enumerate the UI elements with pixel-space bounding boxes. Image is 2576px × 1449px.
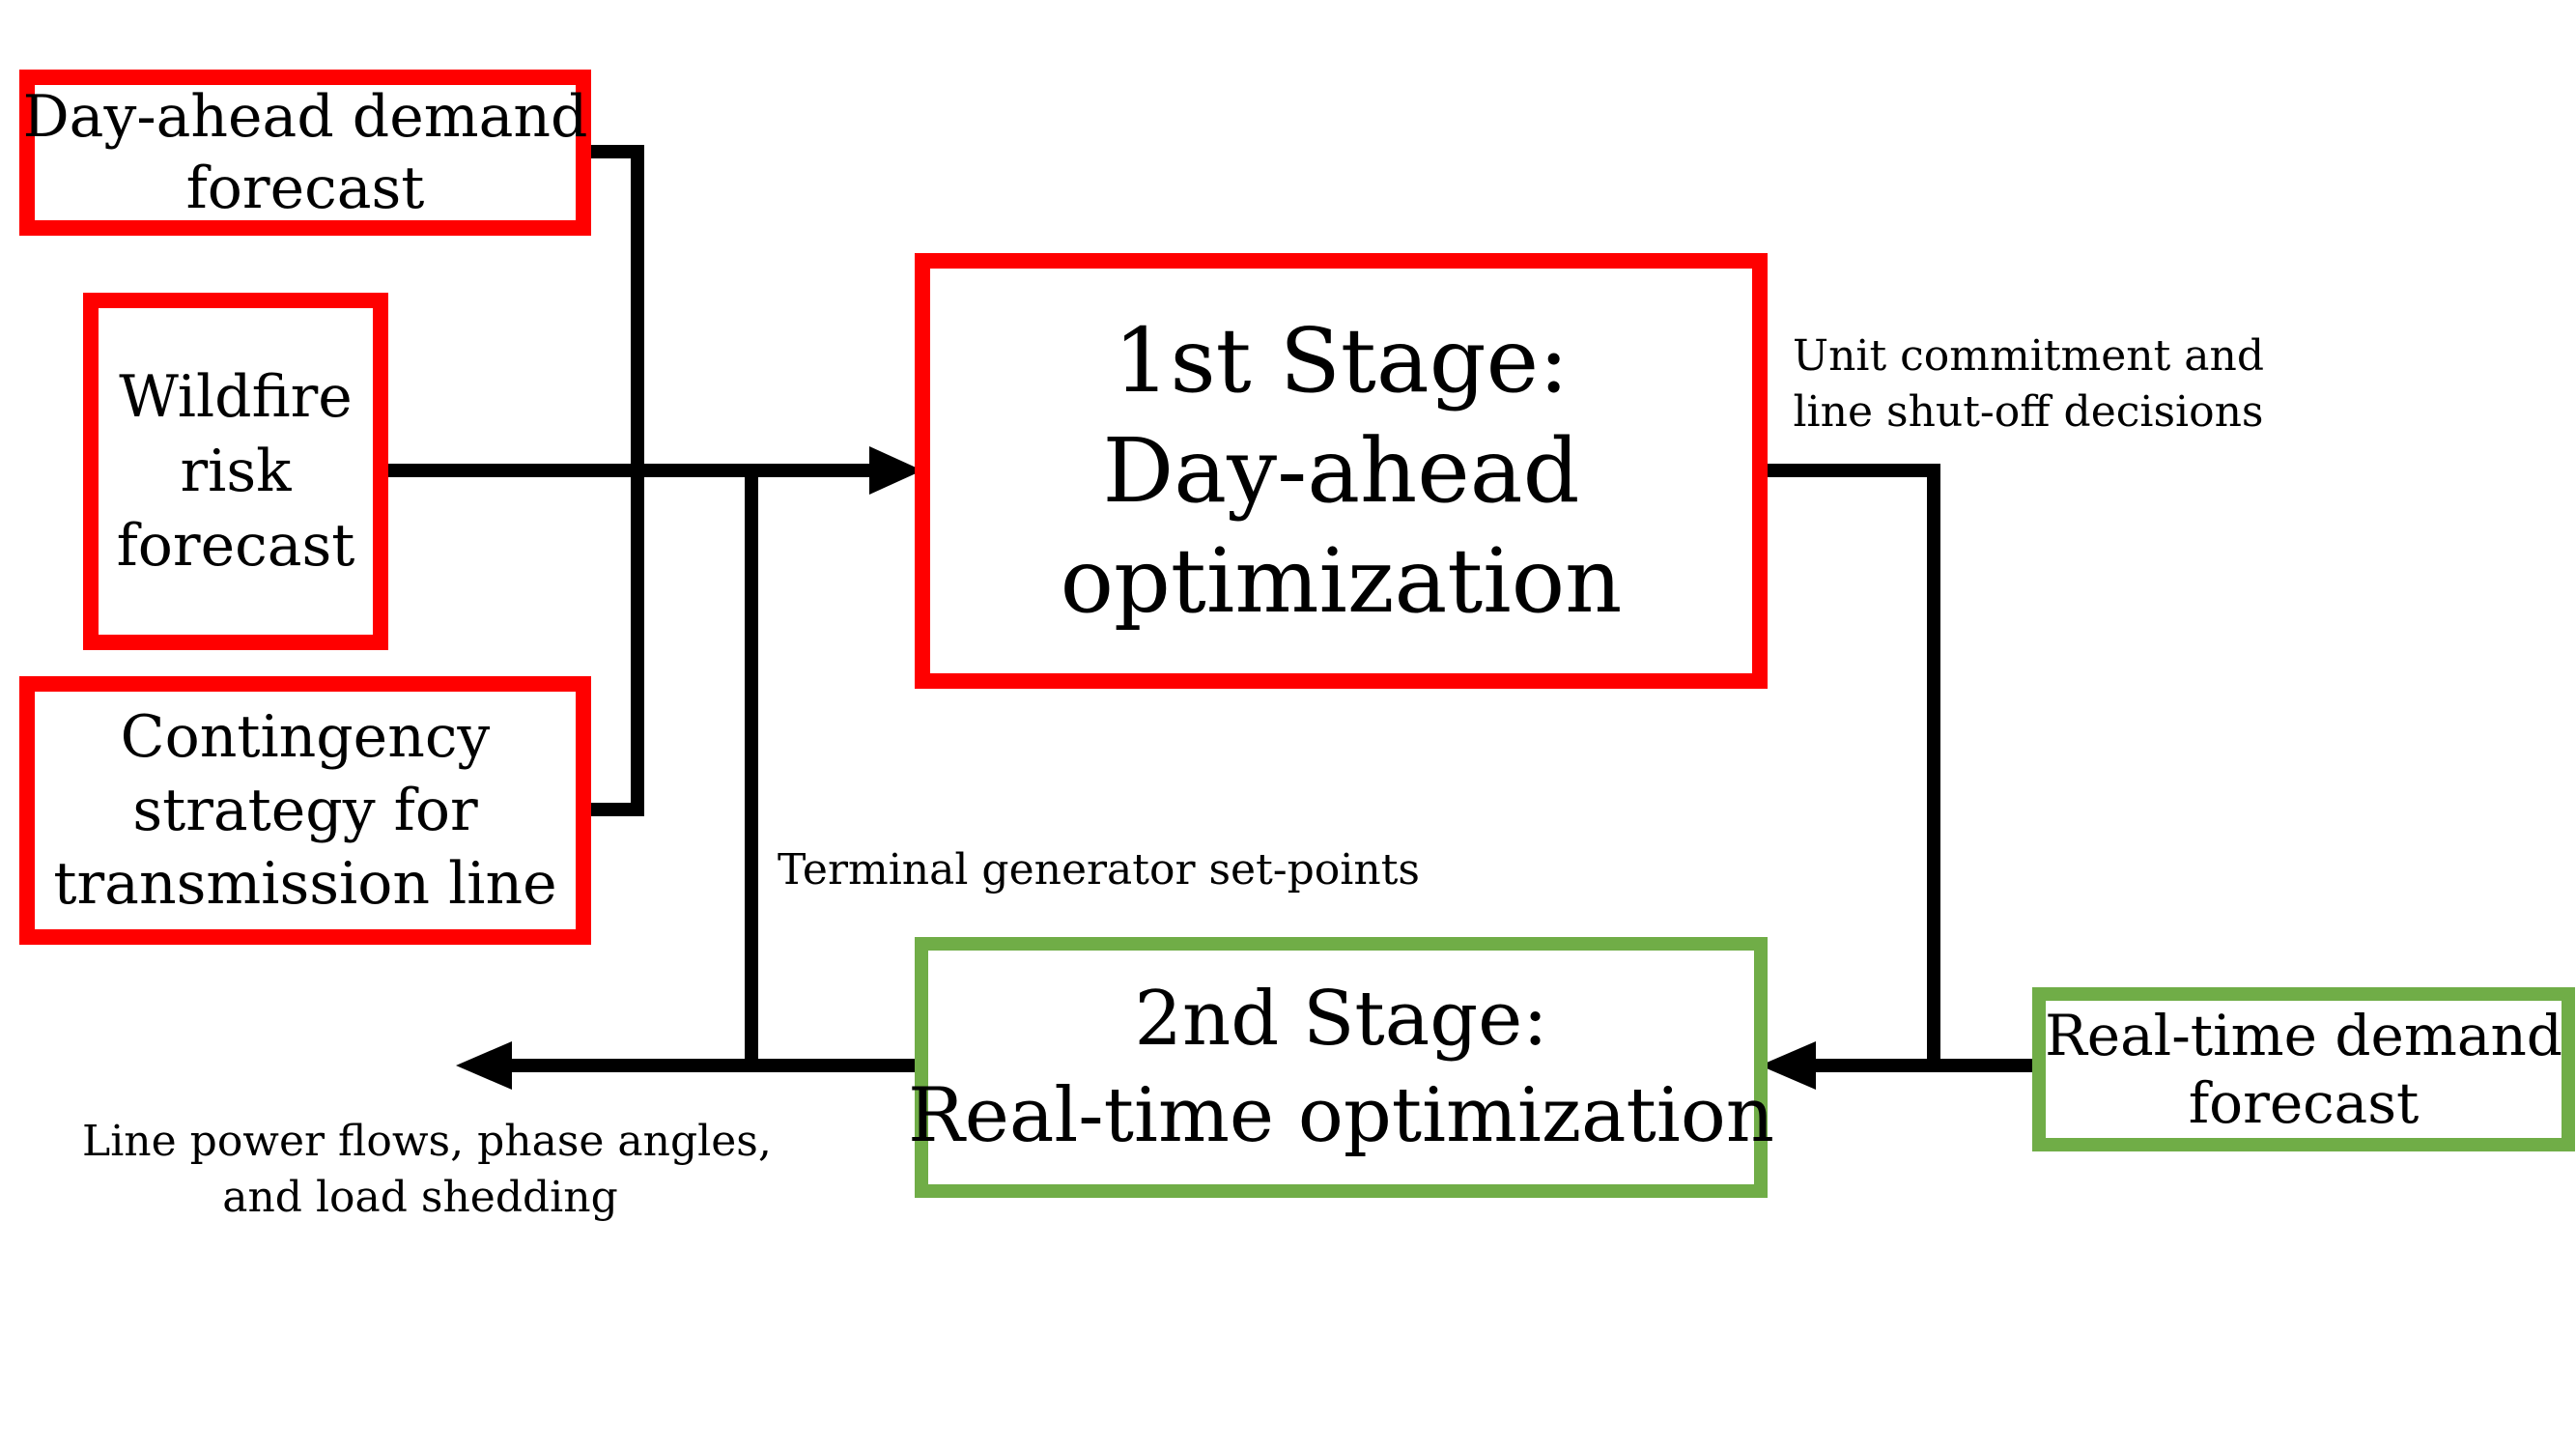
stage1-input-arrowhead <box>869 446 922 495</box>
box-line: forecast <box>116 511 355 580</box>
box-line: optimization <box>1060 528 1623 633</box>
box-line: forecast <box>2188 1070 2420 1136</box>
box-line: 1st Stage: <box>1113 308 1570 412</box>
box-line: Day-ahead <box>1102 418 1580 523</box>
annotation-line: line shut-off decisions <box>1793 387 2264 437</box>
unit-commitment-label: Unit commitment and line shut-off decisi… <box>1792 328 2265 440</box>
box-line: Contingency <box>120 703 491 771</box>
stage2-input-arrowhead <box>1760 1041 1816 1090</box>
annotation-line: Unit commitment and <box>1793 331 2264 381</box>
day-ahead-demand-forecast-box: Day-ahead demand forecast <box>19 70 591 236</box>
input-bracket-line <box>580 145 644 816</box>
box-line: forecast <box>185 155 425 222</box>
box-line: strategy for <box>132 777 478 844</box>
real-time-demand-forecast-box: Real-time demand forecast <box>2032 987 2575 1151</box>
outputs-label: Line power flows, phase angles, and load… <box>82 1114 772 1226</box>
contingency-strategy-box: Contingency strategy for transmission li… <box>19 676 591 945</box>
box-line: Day-ahead demand <box>22 83 588 151</box>
decisions-line <box>1760 464 1940 1065</box>
stage2-real-time-optimization-box: 2nd Stage: Real-time optimization <box>908 937 1774 1198</box>
box-line: Real-time optimization <box>907 1072 1775 1159</box>
stage1-day-ahead-optimization-box: 1st Stage: Day-ahead optimization <box>915 253 1768 689</box>
annotation-line: and load shedding <box>222 1173 618 1222</box>
box-line: 2nd Stage: <box>1134 976 1548 1063</box>
box-line: Real-time demand <box>2045 1003 2562 1068</box>
annotation-line: Line power flows, phase angles, <box>82 1117 772 1166</box>
annotation-line: Terminal generator set-points <box>778 845 1420 895</box>
output-arrowhead <box>456 1041 512 1090</box>
wildfire-risk-forecast-box: Wildfire risk forecast <box>83 293 388 650</box>
box-line: transmission line <box>53 850 557 918</box>
box-line: risk <box>180 437 292 505</box>
terminal-setpoints-label: Terminal generator set-points <box>778 842 1420 898</box>
box-line: Wildfire <box>119 362 353 431</box>
